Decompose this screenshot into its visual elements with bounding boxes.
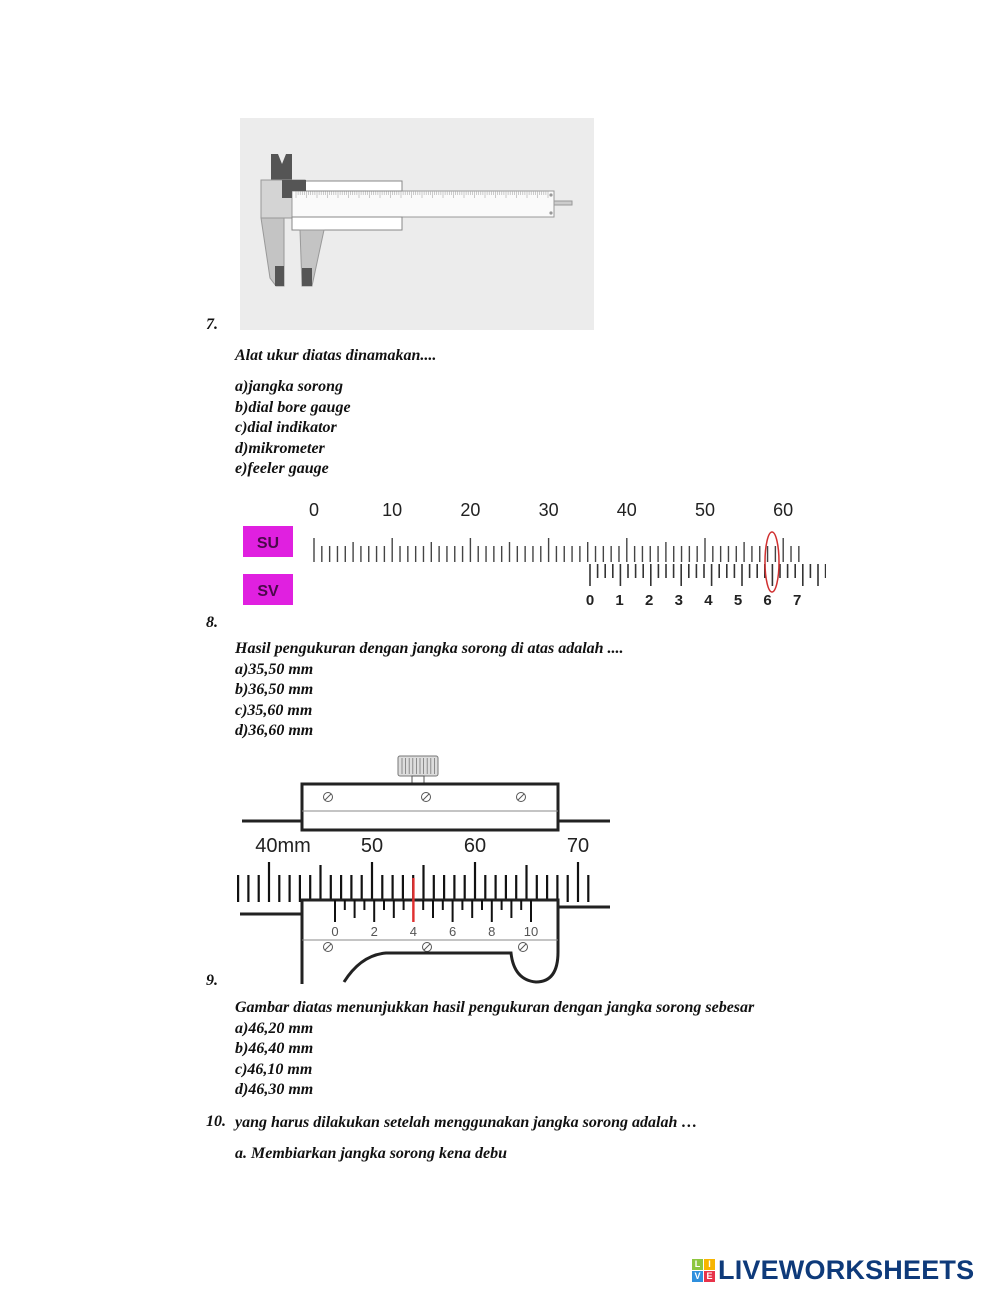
- option-c[interactable]: c)35,60 mm: [235, 701, 313, 719]
- vernier-scale-reading: SU SV 0 10 20 30 40 50 60 0 1 2 3 4 5 6 7: [236, 492, 827, 612]
- main-scale-label: 0: [309, 500, 319, 520]
- thumb-screw: [397, 755, 439, 777]
- main-scale-label: 70: [567, 835, 589, 857]
- option-b[interactable]: b)36,50 mm: [235, 681, 314, 698]
- option-a[interactable]: a)46,20 mm: [235, 1019, 314, 1037]
- su-label: SU: [257, 535, 279, 552]
- option-d[interactable]: d)46,30 mm: [235, 1081, 314, 1098]
- logo-tile: I: [704, 1259, 715, 1270]
- sv-label-box: [243, 574, 293, 605]
- vernier-scale-label: 6: [763, 592, 771, 609]
- main-scale-label: 20: [460, 500, 480, 520]
- main-scale-label: 50: [695, 500, 715, 520]
- vernier-scale-label: 5: [734, 592, 742, 609]
- option-e[interactable]: e)feeler gauge: [235, 460, 329, 477]
- option-d[interactable]: d)mikrometer: [235, 439, 325, 457]
- vernier-scale-label: 10: [524, 924, 538, 939]
- logo-tiles-icon: L I V E: [692, 1259, 715, 1282]
- question-8-number: 8.: [206, 614, 218, 631]
- main-scale-label: 10: [382, 500, 402, 520]
- option-a[interactable]: a. Membiarkan jangka sorong kena debu: [235, 1145, 508, 1162]
- logo-tile: L: [692, 1259, 703, 1270]
- highlight-circle: [764, 531, 780, 593]
- vernier-scale-label: 7: [793, 592, 801, 609]
- option-a[interactable]: a)35,50 mm: [235, 660, 314, 678]
- logo-tile: E: [704, 1271, 715, 1282]
- main-scale-label: 60: [773, 500, 793, 520]
- option-c[interactable]: c)dial indikator: [235, 419, 337, 436]
- vernier-scale-label: 0: [586, 592, 594, 609]
- option-b[interactable]: b)dial bore gauge: [235, 398, 351, 416]
- vernier-scale-label: 1: [615, 592, 623, 609]
- question-7-options: a)jangka sorong b)dial bore gauge c)dial…: [235, 377, 351, 480]
- vernier-scale-label: 4: [410, 924, 417, 939]
- vernier-scale-label: 2: [371, 924, 378, 939]
- question-9-prompt: Gambar diatas menunjukkan hasil pengukur…: [235, 999, 755, 1016]
- question-9-number: 9.: [206, 972, 218, 989]
- question-7-number: 7.: [206, 316, 218, 333]
- vernier-scale-label: 8: [488, 924, 495, 939]
- question-9-block: Gambar diatas menunjukkan hasil pengukur…: [235, 998, 754, 1101]
- sv-label: SV: [257, 583, 279, 600]
- question-10-number: 10.: [206, 1113, 226, 1130]
- su-label-box: [243, 526, 293, 557]
- vernier-scale-label: 0: [331, 924, 338, 939]
- logo-text: LIVEWORKSHEETS: [718, 1255, 975, 1285]
- option-b[interactable]: b)46,40 mm: [235, 1040, 314, 1057]
- option-d[interactable]: d)36,60 mm: [235, 722, 314, 739]
- vernier-scale-label: 4: [704, 592, 713, 609]
- vernier-scale-label: 2: [645, 592, 653, 609]
- option-a[interactable]: a)jangka sorong: [235, 378, 344, 395]
- main-scale-label: 30: [539, 500, 559, 520]
- vernier-caliper-illustration: [240, 118, 594, 330]
- main-scale-label: 50: [361, 835, 383, 857]
- main-scale-label: 60: [464, 835, 486, 857]
- vernier-scale-label: 3: [675, 592, 683, 609]
- liveworksheets-logo[interactable]: L I V E LIVEWORKSHEETS: [692, 1255, 974, 1286]
- main-scale-label: 40: [617, 500, 637, 520]
- question-10-prompt: yang harus dilakukan setelah menggunakan…: [235, 1114, 698, 1131]
- vernier-caliper-closeup: 40mm 50 60 70 0 2 4 6 8 10: [236, 752, 611, 987]
- question-8-prompt: Hasil pengukuran dengan jangka sorong di…: [235, 640, 624, 657]
- main-scale-label: 40mm: [255, 835, 311, 857]
- vernier-scale-label: 6: [449, 924, 456, 939]
- option-c[interactable]: c)46,10 mm: [235, 1060, 313, 1078]
- logo-tile: V: [692, 1271, 703, 1282]
- question-7-prompt: Alat ukur diatas dinamakan....: [235, 347, 437, 364]
- question-8-block: Hasil pengukuran dengan jangka sorong di…: [235, 639, 624, 742]
